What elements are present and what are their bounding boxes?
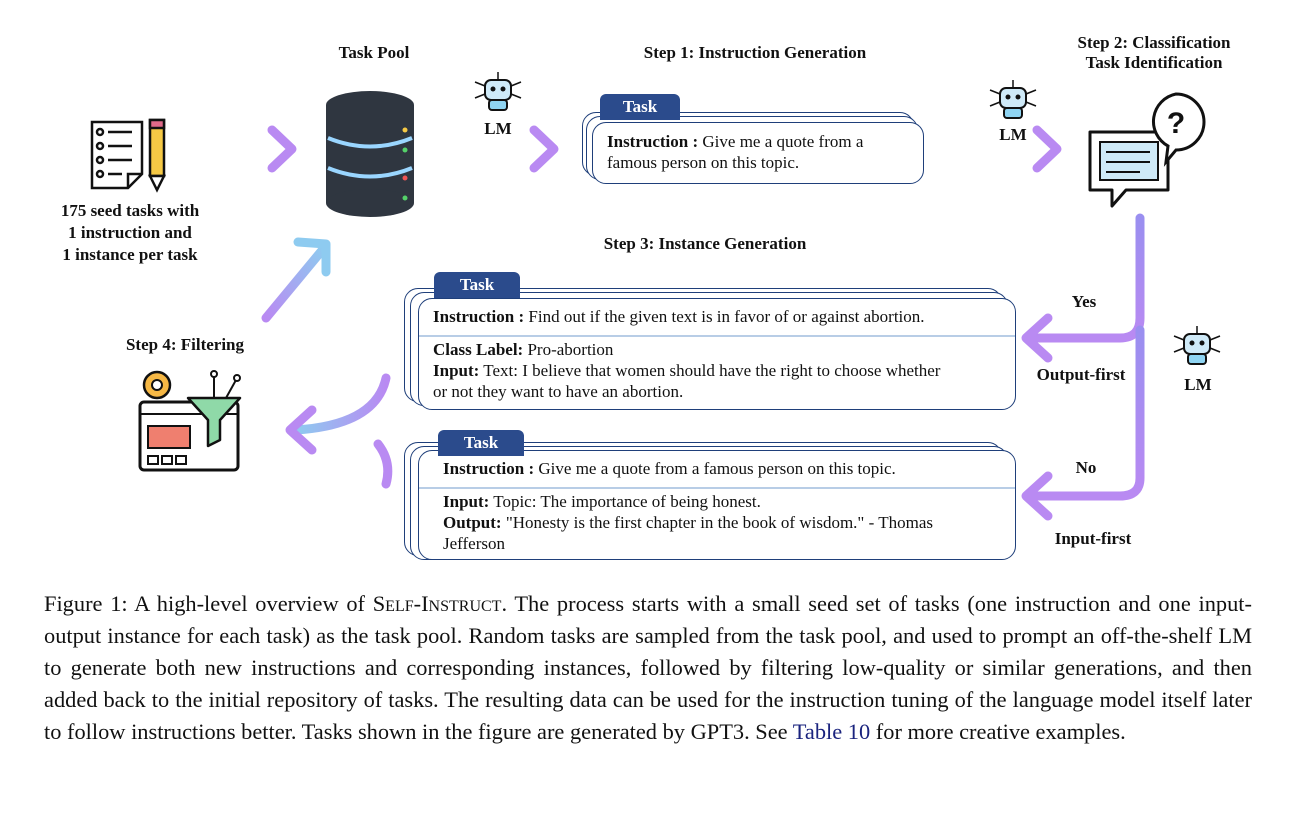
step4-label: Step 4: Filtering [125,335,245,354]
caption-body: . The process starts with a small seed s… [44,591,1252,744]
no-label: No [1075,458,1097,477]
diagram-graphics: ? [90,72,1221,521]
robot-icon [474,72,522,111]
seed-label-line3: 1 instance per task [62,245,198,264]
caption-method-name: Self-Instruct [372,591,502,616]
instruction-text: Find out if the given text is in favor o… [528,307,925,326]
step1-task-card: Instruction : Give me a quote from a fam… [580,94,925,186]
lm-label: LM [999,125,1027,144]
robot-icon [989,80,1037,119]
pencil-icon [147,118,167,193]
svg-text:?: ? [1167,107,1185,140]
output-text: "Honesty is the first chapter in the boo… [505,513,933,532]
step1-label: Step 1: Instruction Generation [643,43,867,62]
filter-gear-icon [138,370,242,472]
step1-card-body: Instruction : Give me a quote from a fam… [592,122,924,184]
input-first-card-body: Instruction : Give me a quote from a fam… [418,450,1016,560]
branch-connector [1021,213,1145,521]
input-first-label: Input-first [1054,529,1132,548]
robot-icon [1173,326,1221,365]
input-text-line2: or not they want to have an abortion. [433,382,684,401]
task-tab: Task [438,430,524,456]
task-tab: Task [600,94,680,120]
question-chat-icon: ? [1088,92,1206,208]
step2-label-line2: Task Identification [1085,53,1223,72]
input-key: Input: [443,492,490,511]
output-key: Output: [443,513,502,532]
input-first-task-card: Instruction : Give me a quote from a fam… [404,430,1016,562]
instruction-key: Instruction : [607,132,699,151]
instruction-key: Instruction : [433,307,525,326]
output-first-card-body: Instruction : Find out if the given text… [418,298,1016,410]
input-key: Input: [433,361,480,380]
task-tab: Task [434,272,520,298]
caption-suffix: for more creative examples. [870,719,1126,744]
self-instruct-diagram: ? Task Pool Step 1: Instruction Generati… [60,33,1231,562]
step2-label-line1: Step 2: Classification [1077,33,1231,52]
step3-label: Step 3: Instance Generation [603,234,807,253]
instruction-key: Instruction : [443,459,535,478]
seed-label-line2: 1 instruction and [68,223,192,242]
figure-caption: Figure 1: A high-level overview of Self-… [44,588,1252,748]
arrow-filter-to-pool [261,237,331,323]
input-text: Text: I believe that women should have t… [483,361,941,380]
table-10-link[interactable]: Table 10 [792,719,871,744]
output-first-task-card: Instruction : Find out if the given text… [404,272,1016,412]
class-label-key: Class Label: [433,340,524,359]
class-label-text: Pro-abortion [527,340,614,359]
card-divider [419,487,1015,489]
instruction-text-line2: famous person on this topic. [607,153,800,172]
database-icon [326,91,414,217]
input-text: Topic: The importance of being honest. [493,492,761,511]
lm-label: LM [1184,375,1212,394]
lm-label: LM [484,119,512,138]
output-text-line2: Jefferson [443,534,505,553]
checklist-icon [90,120,144,190]
caption-prefix: Figure 1: A high-level overview of [44,591,373,616]
yes-label: Yes [1071,292,1097,311]
arrow-to-filter [285,373,393,489]
instruction-text: Give me a quote from a [702,132,864,151]
instruction-text: Give me a quote from a famous person on … [538,459,896,478]
card-divider [419,335,1015,337]
arrow-seed-to-pool [193,125,297,173]
output-first-label: Output-first [1036,365,1126,384]
arrow-step1-to-step2 [960,125,1062,173]
seed-label-line1: 175 seed tasks with [60,201,200,220]
arrow-pool-to-step1 [455,125,559,173]
task-pool-label: Task Pool [338,43,410,62]
